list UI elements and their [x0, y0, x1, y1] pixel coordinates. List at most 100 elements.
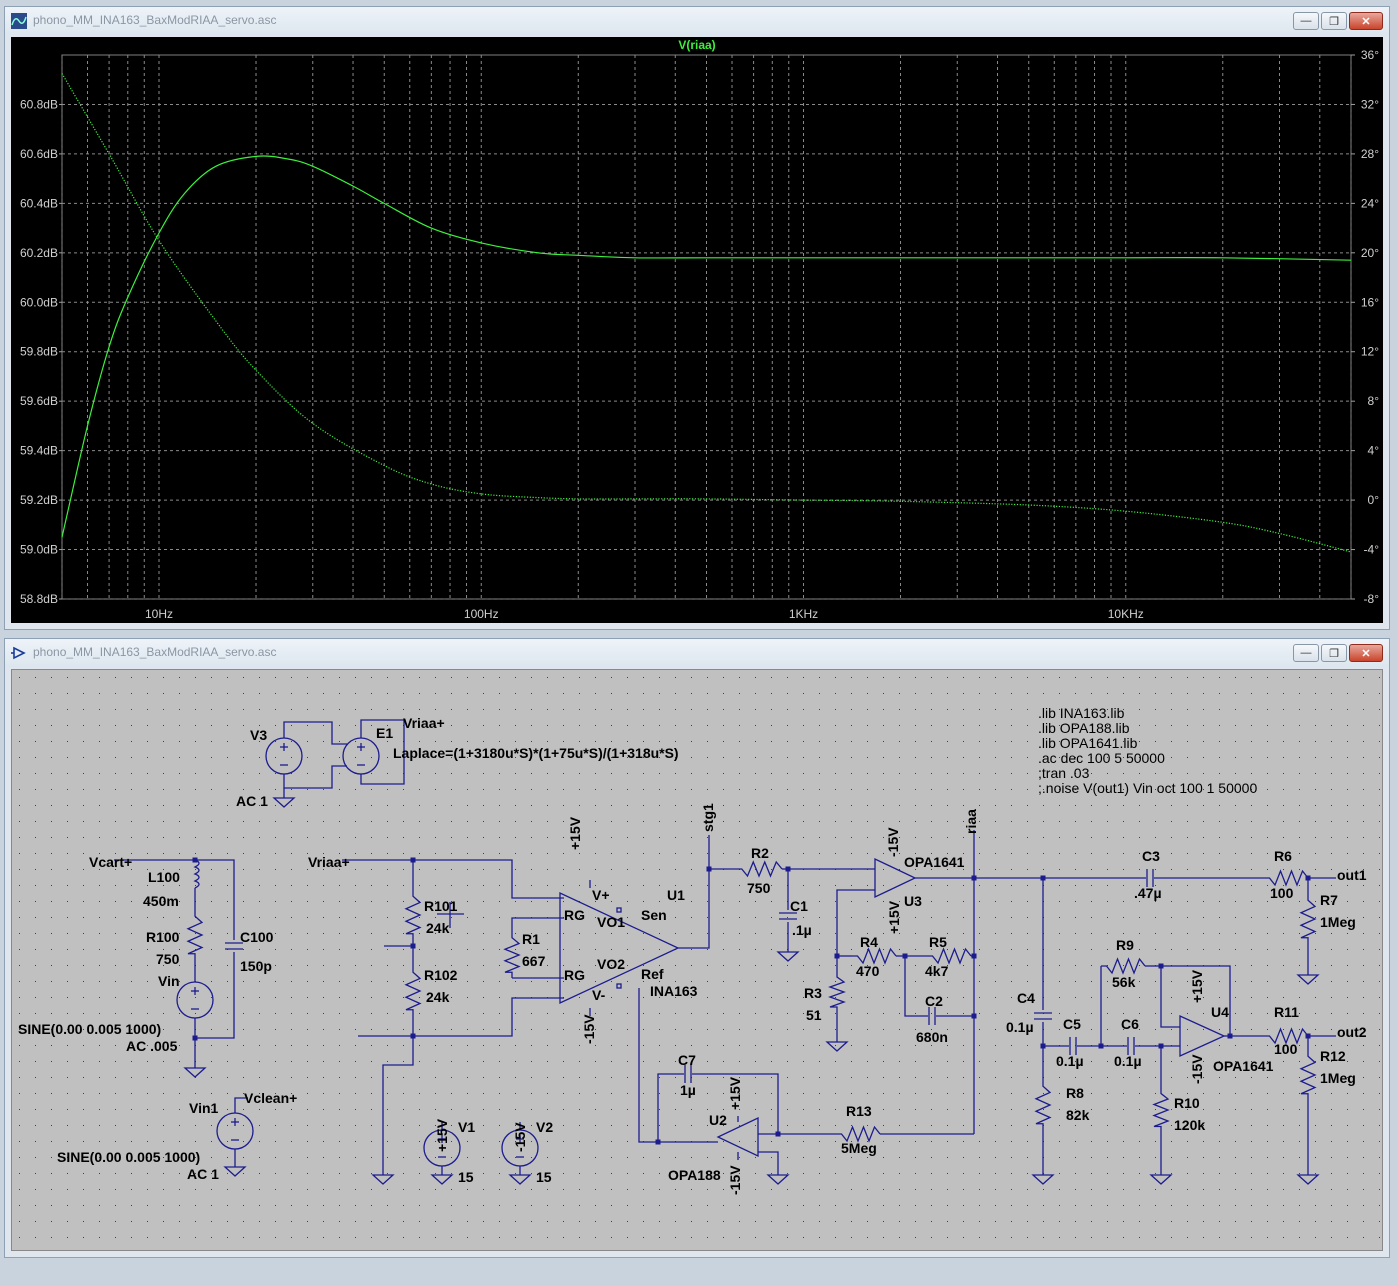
junction[interactable]	[410, 857, 416, 863]
capacitor-C6[interactable]	[1127, 1037, 1135, 1055]
restore-button[interactable]: ❐	[1321, 12, 1347, 30]
junction[interactable]	[410, 943, 416, 949]
wire[interactable]	[657, 1073, 718, 1143]
label-C100[interactable]: C100	[240, 929, 274, 945]
label-OPA1641-u3[interactable]: OPA1641	[904, 854, 965, 870]
net-label-riaa[interactable]: riaa	[963, 809, 979, 834]
resistor-R3[interactable]	[828, 972, 846, 1012]
label-R7[interactable]: R7	[1320, 892, 1338, 908]
ground-symbol[interactable]	[766, 1174, 790, 1185]
value-R6[interactable]: 100	[1270, 885, 1294, 901]
inductor-L100[interactable]	[193, 859, 200, 889]
net-label-v2-minus15[interactable]: -15V	[512, 1122, 528, 1152]
junction[interactable]	[902, 953, 908, 959]
value-R100[interactable]: 750	[156, 951, 180, 967]
label-C6[interactable]: C6	[1121, 1016, 1139, 1032]
wire[interactable]	[413, 859, 564, 899]
ground-symbol[interactable]	[508, 1174, 532, 1185]
junction[interactable]	[1227, 1033, 1233, 1039]
source-circle[interactable]	[342, 737, 380, 775]
source-circle[interactable]	[176, 981, 214, 1019]
label-Vin[interactable]: Vin	[158, 973, 180, 989]
ground-symbol[interactable]	[430, 1174, 454, 1185]
net-label-stg1[interactable]: stg1	[700, 803, 716, 832]
resistor-R1[interactable]	[503, 932, 521, 978]
ground-symbol[interactable]	[776, 951, 800, 962]
value-R10[interactable]: 120k	[1174, 1117, 1206, 1133]
wire[interactable]	[511, 917, 564, 932]
junction[interactable]	[785, 866, 791, 872]
value-R4[interactable]: 470	[856, 963, 880, 979]
label-R5[interactable]: R5	[929, 934, 947, 950]
label-ac1[interactable]: AC 1	[236, 793, 268, 809]
capacitor-C2[interactable]	[928, 1007, 936, 1025]
junction[interactable]	[775, 1131, 781, 1137]
close-button[interactable]: ✕	[1349, 12, 1383, 30]
resistor-R5[interactable]	[927, 947, 972, 965]
voltage-source-V1[interactable]	[423, 1129, 461, 1167]
spice-directives[interactable]: .lib INA163.lib .lib OPA188.lib .lib OPA…	[1038, 706, 1257, 796]
label-INA163[interactable]: INA163	[650, 983, 698, 999]
opamp-U4[interactable]	[1179, 1014, 1226, 1058]
wire[interactable]	[358, 997, 564, 1037]
net-label-v1-plus15[interactable]: +15V	[434, 1118, 450, 1152]
instrument-amp-U1[interactable]	[559, 891, 680, 1005]
label-R8[interactable]: R8	[1066, 1085, 1084, 1101]
junction[interactable]	[971, 1013, 977, 1019]
source-circle[interactable]	[216, 1112, 254, 1150]
label-R10[interactable]: R10	[1174, 1095, 1200, 1111]
supply-label-u3-minus[interactable]: -15V	[885, 827, 901, 857]
label-OPA1641-u4[interactable]: OPA1641	[1213, 1058, 1274, 1074]
label-R102[interactable]: R102	[424, 967, 458, 983]
junction[interactable]	[706, 866, 712, 872]
wire[interactable]	[904, 956, 928, 1017]
label-C5[interactable]: C5	[1063, 1016, 1081, 1032]
label-C2[interactable]: C2	[925, 993, 943, 1009]
vcvs-E1[interactable]	[342, 737, 380, 775]
value-C1[interactable]: .1µ	[792, 922, 812, 938]
capacitor-C5[interactable]	[1069, 1037, 1077, 1055]
pin-ref-marker[interactable]	[616, 983, 622, 989]
close-button[interactable]: ✕	[1349, 644, 1383, 662]
value-C5[interactable]: 0.1µ	[1056, 1053, 1084, 1069]
value-C6[interactable]: 0.1µ	[1114, 1053, 1142, 1069]
label-V1[interactable]: V1	[458, 1119, 476, 1135]
label-R6[interactable]: R6	[1274, 848, 1292, 864]
value-R8[interactable]: 82k	[1066, 1107, 1090, 1123]
supply-label-u1-plus[interactable]: +15V	[567, 816, 583, 850]
voltage-source-Vin1[interactable]	[216, 1112, 254, 1150]
pin-sen-marker[interactable]	[616, 907, 622, 913]
label-C3[interactable]: C3	[1142, 848, 1160, 864]
ground-symbol[interactable]	[1296, 974, 1320, 985]
value-R3[interactable]: 51	[806, 1007, 822, 1023]
label-U4[interactable]: U4	[1211, 1004, 1229, 1020]
wire[interactable]	[360, 720, 405, 785]
trace-title[interactable]: V(riaa)	[678, 38, 716, 52]
label-ac-vin[interactable]: AC .005	[126, 1038, 178, 1054]
minimize-button[interactable]: —	[1293, 644, 1319, 662]
resistor-R12[interactable]	[1299, 1050, 1317, 1100]
label-R11[interactable]: R11	[1274, 1004, 1299, 1020]
label-C1[interactable]: C1	[790, 898, 808, 914]
ground-symbol[interactable]	[1031, 1174, 1055, 1185]
opamp-U2[interactable]	[716, 1116, 759, 1158]
net-label-vcart[interactable]: Vcart+	[89, 854, 133, 870]
capacitor-C1[interactable]	[779, 912, 797, 920]
wire[interactable]	[1160, 966, 1180, 1028]
label-U1[interactable]: U1	[667, 887, 685, 903]
value-R12[interactable]: 1Meg	[1320, 1070, 1356, 1086]
net-label-vriaa-input[interactable]: Vriaa+	[308, 854, 350, 870]
label-R13[interactable]: R13	[846, 1103, 872, 1119]
label-U3[interactable]: U3	[904, 893, 922, 909]
wire[interactable]	[1161, 965, 1231, 1036]
value-R13[interactable]: 5Meg	[841, 1140, 877, 1156]
wire[interactable]	[283, 765, 347, 789]
junction[interactable]	[410, 1033, 416, 1039]
wire[interactable]	[758, 1151, 779, 1175]
label-V2[interactable]: V2	[536, 1119, 554, 1135]
label-R100[interactable]: R100	[146, 929, 180, 945]
capacitor-C100[interactable]	[225, 942, 243, 950]
restore-button[interactable]: ❐	[1321, 644, 1347, 662]
label-sine-vin[interactable]: SINE(0.00 0.005 1000)	[18, 1021, 162, 1037]
